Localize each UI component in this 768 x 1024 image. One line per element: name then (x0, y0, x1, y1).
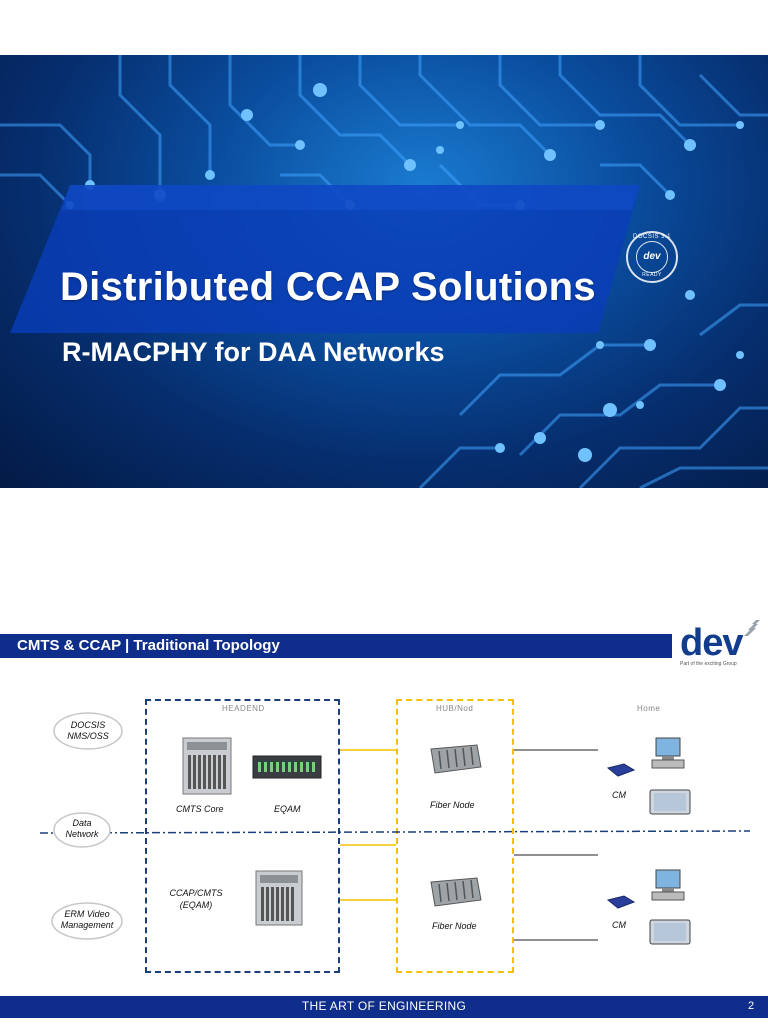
dev-logo: dev Part of the exciting Group (678, 620, 766, 670)
footer-text: THE ART OF ENGINEERING (301, 999, 467, 1013)
cable-modem-icon (606, 763, 636, 777)
fiber-node-top-label: Fiber Node (430, 800, 475, 810)
hub-box (396, 699, 514, 973)
page-number: 2 (748, 1000, 755, 1012)
cm-bottom-label: CM (612, 920, 626, 930)
cmts-core-label: CMTS Core (176, 804, 224, 814)
slide-header: CMTS & CCAP | Traditional Topology (17, 637, 280, 654)
home-label: Home (637, 704, 661, 713)
circuit-background (0, 55, 768, 488)
topology-slide: CMTS & CCAP | Traditional Topology dev P… (0, 600, 768, 1024)
logo-word: dev (680, 622, 743, 664)
logo-tagline: Part of the exciting Group (680, 661, 737, 667)
cmts-core-icon (182, 737, 232, 795)
title-slide: Distributed CCAP Solutions R-MACPHY for … (0, 55, 768, 488)
headend-label: HEADEND (222, 704, 265, 713)
topology-lines (39, 749, 751, 941)
fiber-node-icon (430, 877, 482, 907)
headend-box (145, 699, 340, 973)
ccap-icon (255, 870, 303, 926)
footer-bar (0, 996, 768, 1018)
cm-top-label: CM (612, 790, 626, 800)
computer-icon (651, 869, 685, 901)
badge-logo: dev (636, 241, 668, 273)
badge-top-text: DOCSIS 3.1 (632, 234, 671, 240)
eqam-icon (252, 755, 322, 779)
hub-label: HUB/Nod (436, 704, 474, 713)
header-bar (0, 634, 672, 658)
cloud-icon (51, 902, 123, 940)
logo-stripes-icon (744, 620, 760, 636)
slide-title: Distributed CCAP Solutions (60, 265, 596, 309)
slide-subtitle: R-MACPHY for DAA Networks (62, 337, 445, 367)
fiber-node-bottom-label: Fiber Node (432, 921, 477, 931)
docsis-ready-badge: DOCSIS 3.1 dev READY (626, 231, 678, 283)
cable-modem-icon (606, 895, 636, 909)
computer-icon (651, 737, 685, 769)
badge-bottom-text: READY (642, 272, 662, 278)
cloud-icon (53, 812, 111, 848)
fiber-node-icon (430, 744, 482, 774)
ccap-label: CCAP/CMTS(EQAM) (169, 888, 223, 910)
tv-icon (649, 789, 691, 815)
tv-icon (649, 919, 691, 945)
eqam-label: EQAM (274, 804, 301, 814)
cloud-icon (53, 712, 123, 750)
